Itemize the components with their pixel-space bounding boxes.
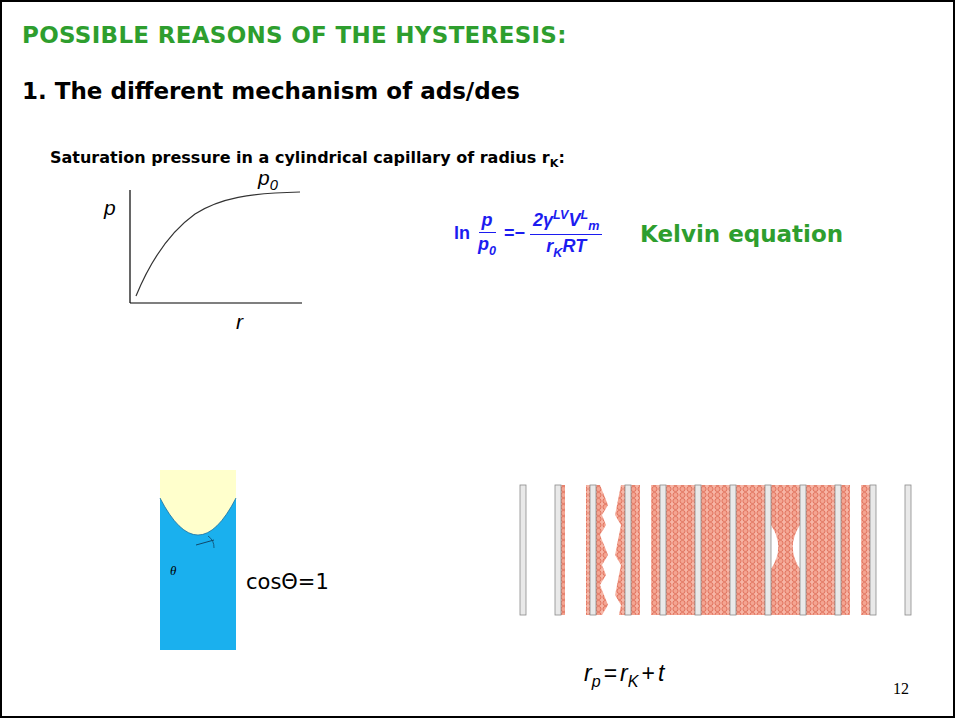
- kelvin-equation: ln pp0 =− 2γLVVLmrKRT: [452, 208, 605, 260]
- label-text: K: [628, 672, 639, 690]
- label-text: 12: [893, 680, 909, 697]
- label-text: Saturation pressure in a cylindrical cap…: [50, 148, 550, 167]
- label-text: 2γ: [533, 210, 553, 230]
- label-text: p: [258, 166, 270, 189]
- axis-label: p: [104, 196, 116, 220]
- label-text: :: [558, 148, 564, 167]
- label-text: ln: [454, 223, 470, 243]
- pore-filling-sequence: [520, 485, 911, 615]
- label-text: p: [592, 672, 601, 690]
- label-text: V: [568, 210, 580, 230]
- label-text: θ: [170, 563, 176, 578]
- label-text: L: [581, 208, 589, 222]
- equation-name: Kelvin equation: [640, 221, 843, 247]
- label-text: K: [550, 157, 559, 170]
- label-text: p: [104, 196, 116, 219]
- axis-label: r: [236, 310, 243, 334]
- label-text: K: [553, 246, 562, 260]
- label-text: t: [658, 660, 664, 686]
- label-text: r: [236, 310, 243, 333]
- label-text: p: [478, 234, 489, 254]
- pore-radius-relation: rp=rK+t: [584, 660, 664, 691]
- label-text: 0: [489, 244, 496, 258]
- slide-title: POSSIBLE REASONS OF THE HYSTERESIS:: [22, 22, 567, 48]
- angle-label: θ: [170, 563, 176, 579]
- label-text: r: [620, 660, 628, 686]
- label-text: −: [515, 223, 526, 243]
- label-text: m: [588, 219, 599, 233]
- contact-angle-note: cosΘ=1: [246, 570, 329, 594]
- label-text: =: [504, 223, 515, 243]
- pressure-graph: [130, 190, 302, 303]
- label-text: r: [546, 236, 553, 256]
- label-text: 1. The different mechanism of ads/des: [22, 78, 520, 104]
- label-text: +: [638, 660, 657, 686]
- capillary-meniscus: [160, 470, 236, 650]
- label-text: Kelvin equation: [640, 221, 843, 247]
- label-text: RT: [562, 236, 586, 256]
- subheading: Saturation pressure in a cylindrical cap…: [50, 148, 565, 170]
- page-number: 12: [893, 680, 909, 698]
- label-text: =: [601, 660, 620, 686]
- title-text: POSSIBLE REASONS OF THE HYSTERESIS:: [22, 22, 567, 48]
- section-heading: 1. The different mechanism of ads/des: [22, 78, 520, 104]
- curve-label: p0: [258, 166, 278, 193]
- label-text: 0: [270, 177, 278, 193]
- label-text: LV: [553, 208, 568, 222]
- label-text: r: [584, 660, 592, 686]
- label-text: p: [482, 210, 493, 230]
- label-text: cosΘ=1: [246, 570, 329, 594]
